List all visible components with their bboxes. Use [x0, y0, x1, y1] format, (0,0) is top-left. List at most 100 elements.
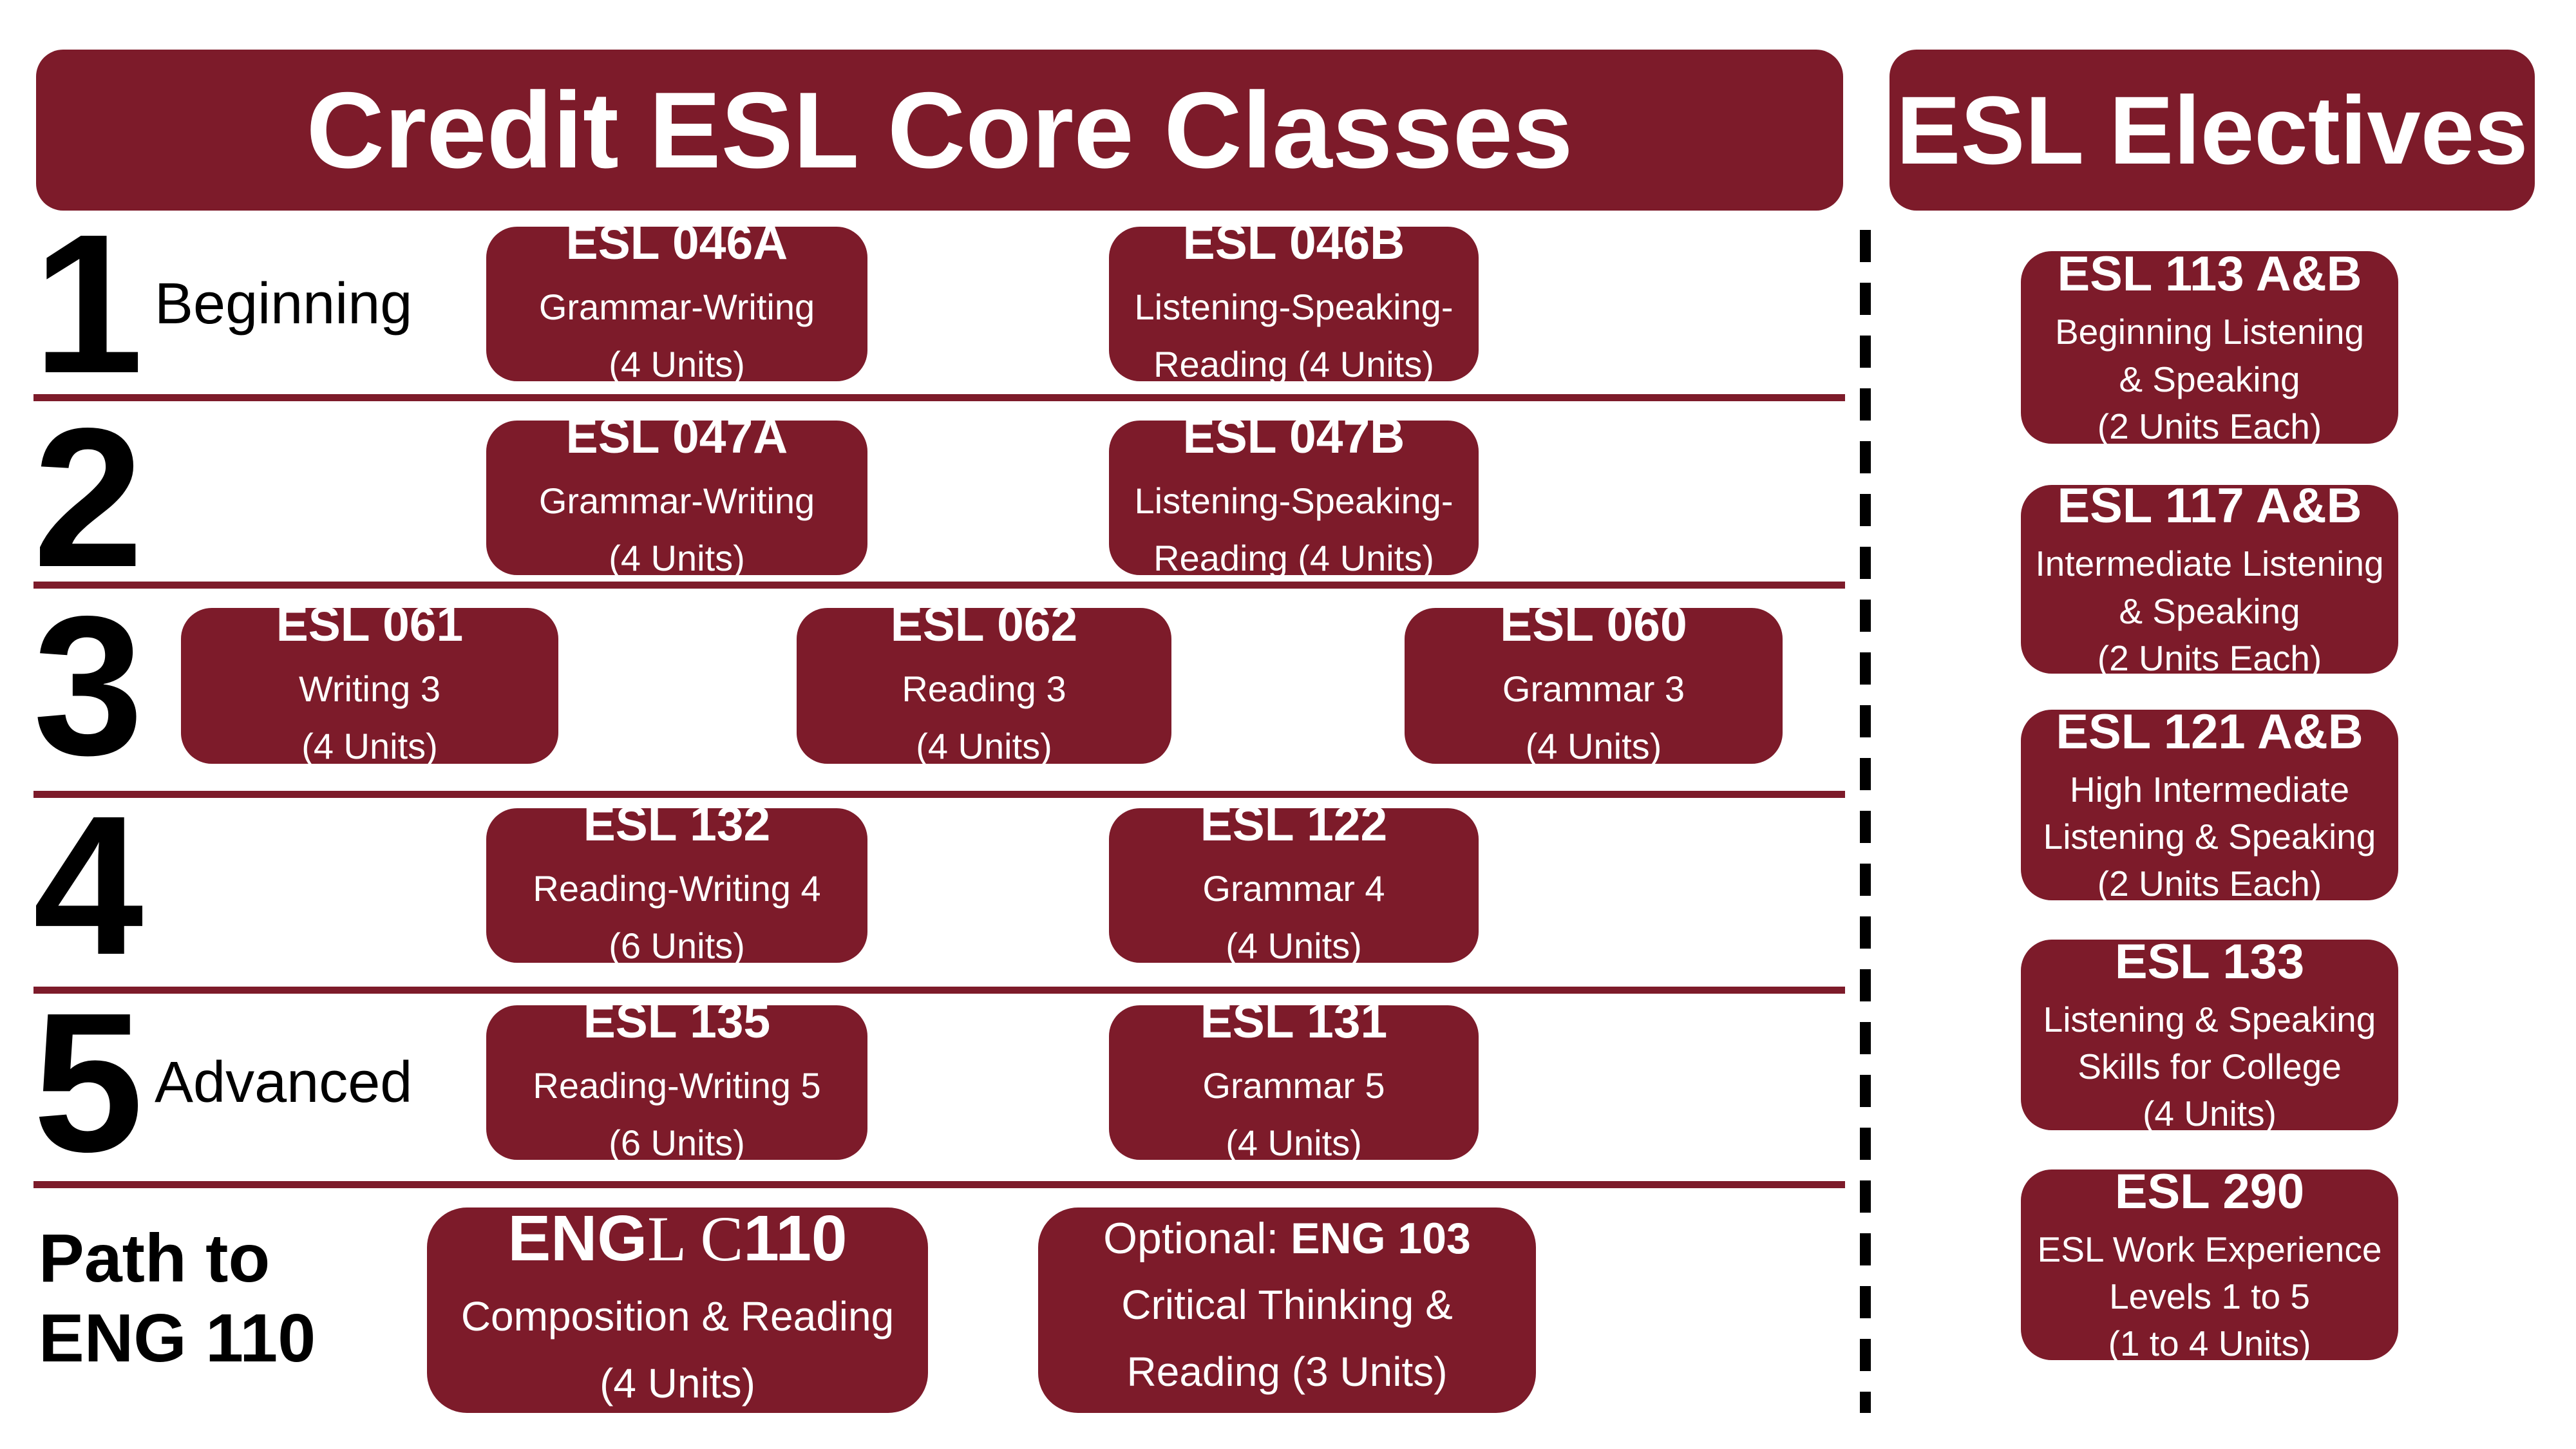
course-line: Levels 1 to 5 [2109, 1276, 2310, 1317]
elective-box-esl-117: ESL 117 A&B Intermediate Listening & Spe… [2021, 478, 2398, 678]
course-code: ESL 117 A&B [2057, 478, 2362, 534]
elective-box-esl-133: ESL 133 Listening & Speaking Skills for … [2021, 934, 2398, 1133]
course-line: Grammar 3 [1502, 668, 1685, 709]
course-line: Beginning Listening [2054, 312, 2365, 352]
course-line: (2 Units Each) [2097, 864, 2322, 904]
course-code: ENGL C110 [507, 1203, 847, 1274]
course-box-esl-122: ESL 122 Grammar 4 (4 Units) [1109, 797, 1479, 966]
course-box-esl-047b: ESL 047B Listening-Speaking- Reading (4 … [1109, 409, 1479, 578]
course-code: ESL 060 [1500, 597, 1687, 652]
code-part: L C [647, 1203, 744, 1275]
course-line: Grammar 5 [1202, 1065, 1385, 1106]
course-box-esl-047a: ESL 047A Grammar-Writing (4 Units) [486, 409, 867, 578]
course-line: (4 Units) [1226, 1122, 1362, 1164]
core-classes-title: Credit ESL Core Classes [36, 50, 1843, 211]
course-box-esl-060: ESL 060 Grammar 3 (4 Units) [1405, 597, 1783, 766]
electives-title: ESL Electives [1889, 50, 2535, 211]
course-box-esl-046a: ESL 046A Grammar-Writing (4 Units) [486, 215, 867, 384]
code-part: ENG 103 [1291, 1214, 1471, 1264]
elective-box-esl-121: ESL 121 A&B High Intermediate Listening … [2021, 705, 2398, 904]
course-line: Reading 3 [902, 668, 1066, 709]
course-box-engl-c110: ENGL C110 Composition & Reading (4 Units… [427, 1203, 928, 1413]
course-code: ESL 113 A&B [2057, 247, 2362, 302]
code-part: 110 [743, 1202, 848, 1275]
course-code: ESL 290 [2114, 1164, 2305, 1219]
course-code: ESL 047B [1182, 409, 1405, 464]
course-code: ESL 046B [1182, 215, 1405, 270]
course-line: Grammar-Writing [538, 480, 815, 521]
course-line: Reading (3 Units) [1126, 1348, 1448, 1395]
course-line: Intermediate Listening [2035, 544, 2384, 584]
course-code: ESL 132 [583, 797, 771, 851]
elective-box-esl-290: ESL 290 ESL Work Experience Levels 1 to … [2021, 1164, 2398, 1363]
course-code: ESL 047A [565, 409, 788, 464]
course-line: (4 Units) [609, 538, 745, 579]
course-line: & Speaking [2119, 591, 2300, 631]
course-line: Critical Thinking & [1121, 1282, 1453, 1329]
row-divider-2 [33, 582, 1845, 589]
course-box-esl-062: ESL 062 Reading 3 (4 Units) [797, 597, 1171, 766]
row-divider-5 [33, 1181, 1845, 1188]
course-line: (2 Units Each) [2097, 638, 2322, 678]
course-line: Reading (4 Units) [1153, 344, 1434, 385]
course-line: Skills for College [2078, 1046, 2342, 1087]
course-line: Listening & Speaking [2043, 817, 2376, 857]
course-box-esl-061: ESL 061 Writing 3 (4 Units) [181, 597, 558, 766]
course-line: Listening-Speaking- [1134, 480, 1454, 521]
elective-box-esl-113: ESL 113 A&B Beginning Listening & Speaki… [2021, 247, 2398, 446]
course-code: ESL 061 [276, 597, 464, 652]
course-code: ESL 122 [1200, 797, 1388, 851]
course-code: ESL 135 [583, 994, 771, 1048]
course-line: (4 Units) [600, 1360, 755, 1406]
level-label-beginning: Beginning [155, 271, 413, 336]
course-code: ESL 046A [565, 215, 788, 270]
course-box-esl-046b: ESL 046B Listening-Speaking- Reading (4 … [1109, 215, 1479, 384]
course-line: & Speaking [2119, 359, 2300, 399]
level-number-2: 2 [33, 387, 144, 609]
course-box-esl-132: ESL 132 Reading-Writing 4 (6 Units) [486, 797, 867, 966]
course-line: (4 Units) [609, 344, 745, 385]
course-line: High Intermediate [2069, 769, 2350, 810]
course-line: (2 Units Each) [2097, 406, 2322, 446]
course-code: ESL 062 [890, 597, 1078, 652]
course-line: Reading (4 Units) [1153, 538, 1434, 579]
course-line: Composition & Reading [460, 1293, 895, 1340]
course-line: Listening-Speaking- [1134, 286, 1454, 327]
course-line: (4 Units) [301, 726, 438, 767]
course-line: Reading-Writing 4 [533, 867, 821, 909]
course-line: (6 Units) [609, 925, 745, 967]
course-box-esl-135: ESL 135 Reading-Writing 5 (6 Units) [486, 994, 867, 1163]
dashed-section-divider [1860, 230, 1871, 1413]
level-number-5: 5 [33, 972, 144, 1193]
level-number-1: 1 [33, 193, 144, 415]
course-line: (4 Units) [1525, 726, 1662, 767]
course-line: Grammar-Writing [538, 286, 815, 327]
code-part: ENG [507, 1202, 648, 1275]
path-label-line-1: Path to [39, 1220, 270, 1296]
level-number-3: 3 [33, 575, 144, 797]
course-line: (4 Units) [2143, 1094, 2277, 1134]
course-code: ESL 133 [2114, 934, 2305, 989]
course-code: Optional: ENG 103 [1103, 1215, 1471, 1263]
course-box-optional-eng-103: Optional: ENG 103 Critical Thinking & Re… [1038, 1208, 1536, 1413]
course-line: (4 Units) [1226, 925, 1362, 967]
course-line: Reading-Writing 5 [533, 1065, 821, 1106]
course-line: Writing 3 [299, 668, 440, 709]
row-divider-1 [33, 394, 1845, 401]
course-line: (4 Units) [916, 726, 1052, 767]
path-label-line-2: ENG 110 [39, 1300, 316, 1377]
course-line: ESL Work Experience [2037, 1229, 2382, 1269]
course-box-esl-131: ESL 131 Grammar 5 (4 Units) [1109, 994, 1479, 1163]
course-line: Listening & Speaking [2043, 999, 2376, 1039]
course-line: Grammar 4 [1202, 867, 1385, 909]
course-line: (6 Units) [609, 1122, 745, 1164]
row-divider-4 [33, 987, 1845, 994]
level-number-4: 4 [33, 775, 144, 996]
level-label-advanced: Advanced [155, 1050, 413, 1115]
course-line: (1 to 4 Units) [2108, 1323, 2311, 1364]
path-to-eng-110-label: Path to ENG 110 [39, 1218, 399, 1378]
row-divider-3 [33, 791, 1845, 798]
course-code: ESL 121 A&B [2056, 704, 2363, 759]
optional-prefix: Optional: [1103, 1214, 1291, 1264]
